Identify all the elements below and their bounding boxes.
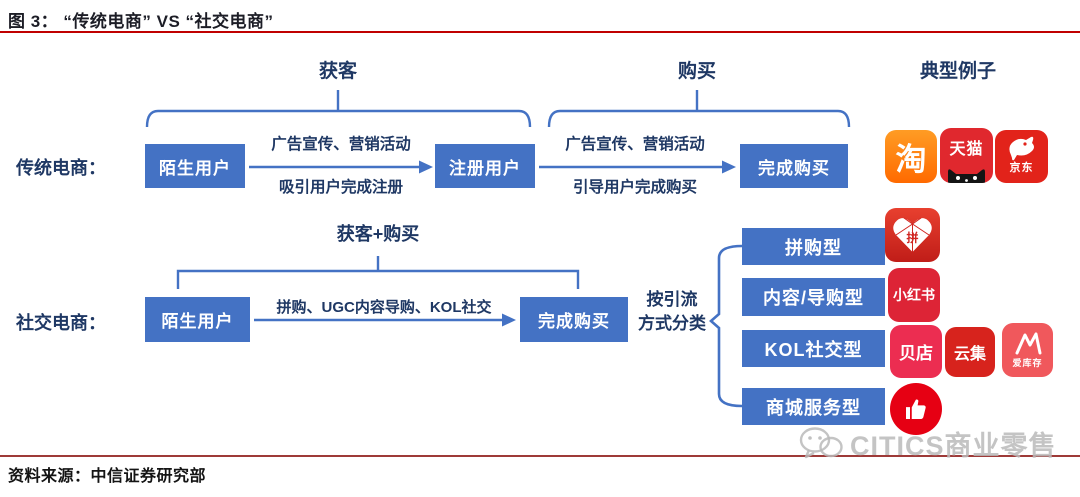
yunji-icon: 云集: [945, 327, 995, 377]
box-registered-users: 注册用户: [435, 144, 535, 188]
figure-title: 图 3： “传统电商” VS “社交电商”: [8, 12, 274, 31]
taobao-icon: 淘: [885, 130, 937, 183]
stage-label-acquire: 获客: [318, 61, 357, 82]
category-box-group-buy: 拼购型: [742, 228, 885, 265]
thumbs-up-icon: [890, 383, 942, 435]
label-guide-purchase: 引导用户完成购买: [572, 179, 697, 196]
jd-icon-label: 京东: [1009, 162, 1034, 174]
aikucun-icon: 爱库存: [1002, 323, 1053, 377]
aikucun-icon-label: 爱库存: [1012, 358, 1043, 368]
pinduoduo-heart-icon: [893, 217, 932, 252]
footer-rule: [0, 455, 1080, 457]
label-classification: 按引流 方式分类: [622, 288, 722, 336]
stage-label-acquire-purchase: 获客+购买: [336, 224, 420, 244]
tmall-icon-label: 天猫: [949, 141, 984, 158]
category-box-kol-social: KOL社交型: [742, 330, 885, 367]
box-complete-purchase-traditional: 完成购买: [740, 144, 848, 188]
aikucun-logo-mark: [1015, 332, 1041, 355]
beidian-icon-label: 贝店: [899, 344, 933, 363]
source-text: 资料来源：中信证券研究部: [8, 468, 207, 485]
row-label-traditional: 传统电商：: [16, 158, 106, 178]
label-attract-register: 吸引用户完成注册: [278, 179, 403, 196]
box-stranger-users-social: 陌生用户: [145, 297, 250, 342]
watermark: CITICS商业零售: [796, 424, 1057, 463]
category-box-content-guide: 内容/导购型: [742, 278, 885, 316]
jd-dog-icon: [1008, 136, 1034, 161]
yunji-icon-label: 云集: [953, 346, 986, 363]
bracket-acquire: [145, 90, 532, 128]
row-label-social: 社交电商：: [16, 313, 106, 333]
arrow-stranger-to-registered: [249, 160, 433, 174]
title-underline: [0, 31, 1080, 33]
label-ads-marketing-1: 广告宣传、营销活动: [271, 136, 411, 153]
label-classification-line1: 按引流: [646, 290, 698, 309]
xiaohongshu-icon: 小红书: [888, 268, 940, 322]
pinduoduo-icon: 拼: [885, 208, 940, 262]
tmall-icon: 天猫: [940, 128, 993, 183]
label-pin-ugc-kol: 拼购、UGC内容导购、KOL社交: [276, 299, 492, 316]
tmall-cat-icon: [948, 169, 985, 183]
bracket-purchase: [547, 90, 851, 128]
jd-icon: 京东: [995, 130, 1048, 183]
label-classification-line2: 方式分类: [638, 314, 706, 333]
arrow-registered-to-purchase: [539, 160, 736, 174]
stage-label-examples: 典型例子: [919, 61, 996, 82]
bracket-acquire-purchase: [176, 256, 580, 289]
beidian-icon: 贝店: [890, 325, 942, 378]
category-box-mall-service: 商城服务型: [742, 388, 885, 425]
box-complete-purchase-social: 完成购买: [520, 297, 628, 342]
thumbs-up-glyph: [906, 399, 926, 419]
box-stranger-users-traditional: 陌生用户: [145, 144, 245, 188]
label-ads-marketing-2: 广告宣传、营销活动: [565, 136, 705, 153]
stage-label-purchase: 购买: [677, 61, 716, 82]
xiaohongshu-icon-label: 小红书: [893, 287, 935, 303]
taobao-icon-glyph: 淘: [895, 142, 927, 177]
pinduoduo-icon-glyph: 拼: [906, 230, 919, 245]
wechat-icon: [799, 426, 843, 458]
watermark-text: CITICS商业零售: [850, 431, 1057, 461]
